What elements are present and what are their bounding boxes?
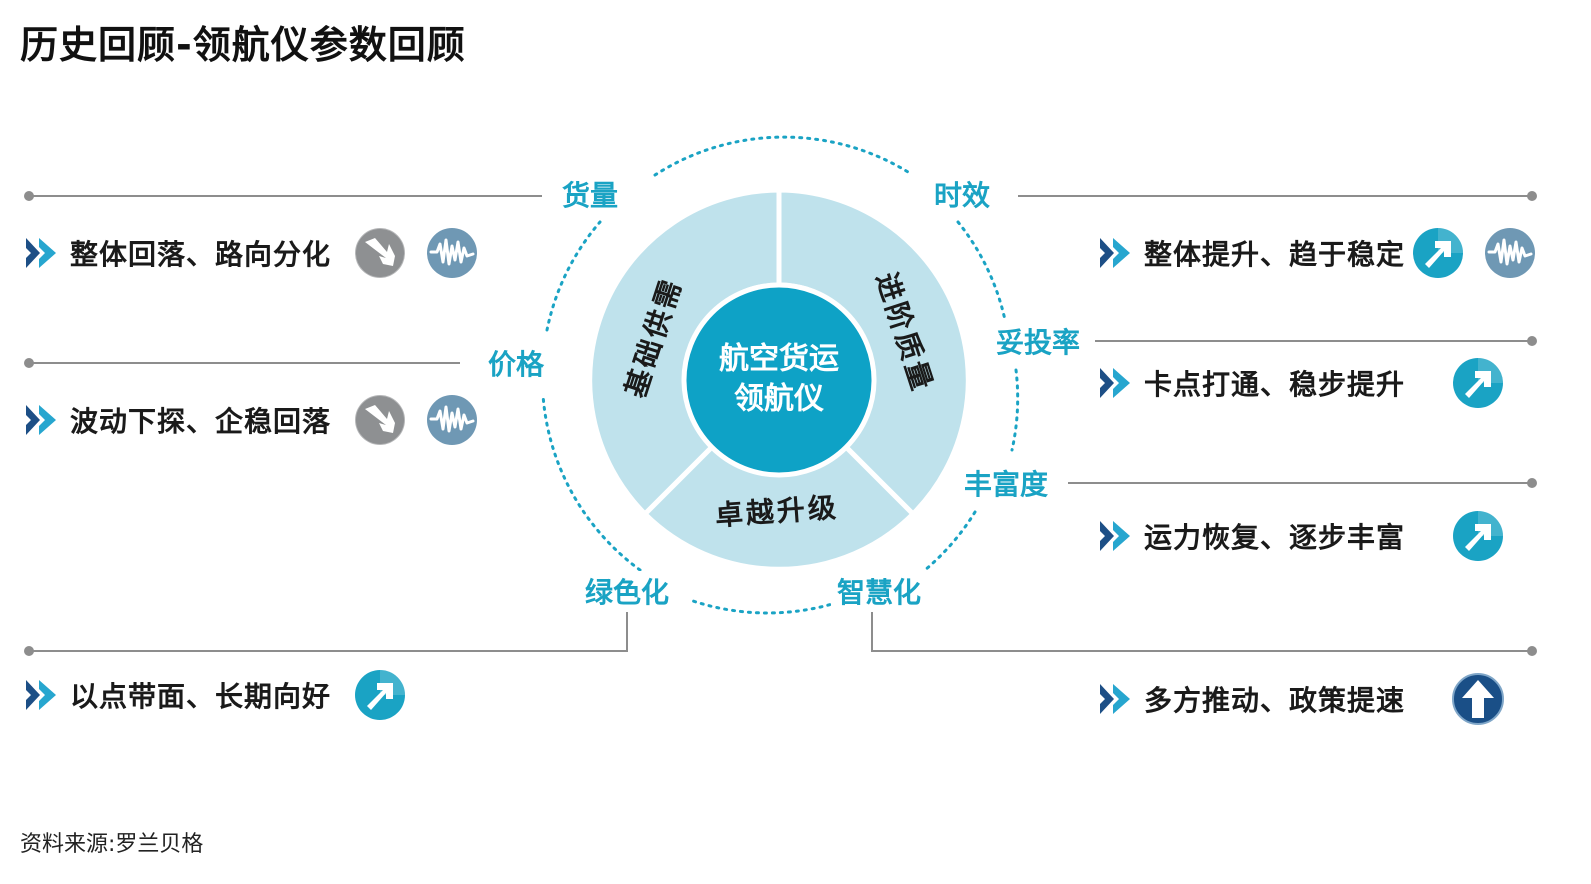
row-icons: [353, 393, 497, 447]
connector-lvsehua: [30, 650, 628, 652]
double-chevron-icon: [26, 405, 56, 435]
row-icons: [1451, 509, 1523, 563]
connector-huoliang: [30, 195, 542, 197]
double-chevron-icon: [1100, 238, 1130, 268]
row-tuotoulv: 卡点打通、稳步提升: [1100, 356, 1523, 410]
center-line-1: 航空货运: [719, 342, 839, 377]
ring: [587, 187, 971, 572]
row-huoliang: 整体回落、路向分化: [26, 226, 497, 280]
dim-label-lvsehua: 绿色化: [579, 571, 676, 611]
down-trend-icon: [353, 226, 425, 280]
dim-label-fengfudu: 丰富度: [958, 463, 1055, 503]
dim-label-shixiao: 时效: [928, 174, 997, 214]
row-zhihuihua: 多方推动、政策提速: [1100, 672, 1523, 726]
double-chevron-icon: [26, 238, 56, 268]
row-text: 多方推动、政策提速: [1144, 684, 1406, 717]
up-trend-icon: [1411, 226, 1483, 280]
connector-dot: [1527, 191, 1537, 201]
row-icons: [1451, 672, 1523, 726]
down-trend-icon: [353, 393, 425, 447]
dim-label-zhihuihua: 智慧化: [831, 571, 928, 611]
connector-dot: [1527, 478, 1537, 488]
fluctuation-icon: [425, 393, 497, 447]
double-chevron-icon: [1100, 521, 1130, 551]
row-text: 整体提升、趋于稳定: [1144, 238, 1406, 271]
connector-shixiao: [1018, 195, 1530, 197]
up-trend-icon: [1451, 509, 1523, 563]
up-trend-icon: [353, 668, 425, 722]
row-text: 以点带面、长期向好: [70, 680, 332, 713]
row-icons: [353, 668, 425, 722]
dim-label-huoliang: 货量: [556, 174, 625, 214]
connector-jiage: [30, 362, 460, 364]
row-text: 运力恢复、逐步丰富: [1144, 521, 1406, 554]
source-note: 资料来源:罗兰贝格: [20, 832, 204, 857]
double-chevron-icon: [1100, 368, 1130, 398]
connector-zhihuihua-vertical: [871, 612, 873, 652]
row-text: 整体回落、路向分化: [70, 238, 332, 271]
dim-label-tuotoulv: 妥投率: [990, 321, 1087, 361]
row-text: 卡点打通、稳步提升: [1144, 368, 1406, 401]
fluctuation-icon: [1483, 226, 1555, 280]
row-jiage: 波动下探、企稳回落: [26, 393, 497, 447]
dim-label-jiage: 价格: [482, 343, 551, 383]
page-title: 历史回顾-领航仪参数回顾: [20, 23, 466, 67]
connector-dot: [24, 646, 34, 656]
connector-dot: [24, 358, 34, 368]
center-line-2: 领航仪: [734, 382, 824, 417]
double-chevron-icon: [1100, 684, 1130, 714]
row-icons: [1411, 226, 1555, 280]
center-hub: [681, 282, 877, 478]
connector-dot: [1527, 646, 1537, 656]
dotted-orbit: [541, 135, 1020, 615]
up-trend-icon: [1451, 356, 1523, 410]
connector-lvsehua-vertical: [626, 612, 628, 652]
connector-dot: [24, 191, 34, 201]
connector-dot: [1527, 336, 1537, 346]
connector-fengfudu: [1068, 482, 1530, 484]
row-shixiao: 整体提升、趋于稳定: [1100, 226, 1555, 280]
row-text: 波动下探、企稳回落: [70, 405, 332, 438]
row-icons: [1451, 356, 1523, 410]
connector-tuotoulv: [1095, 340, 1530, 342]
row-fengfudu: 运力恢复、逐步丰富: [1100, 509, 1523, 563]
row-icons: [353, 226, 497, 280]
strong-up-icon: [1451, 672, 1523, 726]
row-lvsehua: 以点带面、长期向好: [26, 668, 425, 722]
double-chevron-icon: [26, 680, 56, 710]
connector-zhihuihua: [871, 650, 1530, 652]
fluctuation-icon: [425, 226, 497, 280]
